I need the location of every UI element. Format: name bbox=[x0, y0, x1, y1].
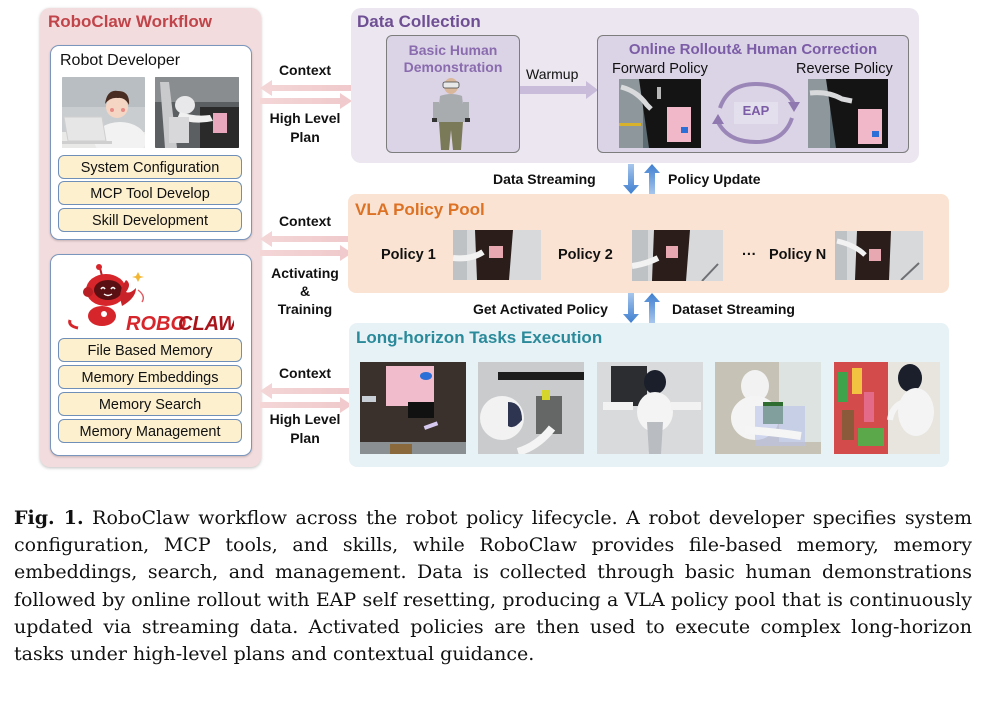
get-activated-down-arrow-icon bbox=[623, 293, 639, 323]
context-arrow-left-icon bbox=[260, 80, 352, 96]
plan-arrow-right-icon bbox=[260, 93, 352, 109]
warmup-label: Warmup bbox=[526, 66, 579, 82]
reverse-policy-label: Reverse Policy bbox=[796, 61, 893, 77]
humanoid-teleop-image bbox=[155, 77, 239, 148]
bhd-title-line-2: Demonstration bbox=[403, 59, 503, 75]
context-label-middle: Context bbox=[278, 213, 332, 229]
policy-n-label: Policy N bbox=[769, 247, 827, 263]
roboclaw-logo: ROBO CLAW bbox=[64, 262, 239, 335]
context-label-bottom: Context bbox=[278, 365, 332, 381]
context-label-top: Context bbox=[278, 62, 332, 78]
activating-arrow-right-icon bbox=[260, 245, 352, 261]
long-horizon-tasks-title: Long-horizon Tasks Execution bbox=[356, 328, 603, 347]
figure-label: Fig. 1. bbox=[14, 507, 84, 529]
reverse-policy-image bbox=[808, 79, 888, 148]
dataset-streaming-label: Dataset Streaming bbox=[672, 301, 795, 317]
robot-mascot-icon: ROBO CLAW bbox=[68, 264, 239, 335]
task-image-shelf bbox=[478, 362, 584, 454]
policy-2-image bbox=[632, 230, 723, 281]
memory-management-item: Memory Management bbox=[58, 419, 242, 443]
system-configuration-item: System Configuration bbox=[58, 155, 242, 179]
task-image-desk bbox=[715, 362, 821, 454]
human-demonstrator-image bbox=[432, 78, 470, 150]
plan-label-bottom: Plan bbox=[290, 430, 320, 446]
ampersand-label: & bbox=[299, 283, 311, 299]
forward-policy-image bbox=[619, 79, 701, 148]
forward-policy-label: Forward Policy bbox=[612, 61, 708, 77]
caption-text: RoboClaw workflow across the robot polic… bbox=[14, 507, 972, 666]
training-label: Training bbox=[277, 301, 333, 317]
bhd-title-line-1: Basic Human bbox=[408, 42, 498, 58]
logo-text-robo: ROBO bbox=[126, 313, 186, 334]
task-image-supermarket bbox=[834, 362, 940, 454]
mcp-tool-develop-item: MCP Tool Develop bbox=[58, 181, 242, 205]
data-streaming-label: Data Streaming bbox=[493, 171, 596, 187]
high-level-label-top: High Level bbox=[269, 110, 341, 126]
context-arrow-left-icon bbox=[260, 383, 352, 399]
task-image-kitchen bbox=[597, 362, 703, 454]
policy-1-image bbox=[453, 230, 541, 280]
task-image-tabletop bbox=[360, 362, 466, 454]
policy-update-label: Policy Update bbox=[668, 171, 761, 187]
activating-label: Activating bbox=[271, 265, 339, 281]
online-rollout-title: Online Rollout& Human Correction bbox=[628, 41, 878, 58]
robot-developer-title: Robot Developer bbox=[60, 52, 181, 69]
figure-caption: Fig. 1. RoboClaw workflow across the rob… bbox=[14, 505, 972, 668]
policy-update-up-arrow-icon bbox=[644, 164, 660, 194]
plan-label-top: Plan bbox=[290, 129, 320, 145]
eap-label: EAP bbox=[742, 103, 770, 118]
skill-development-item: Skill Development bbox=[58, 208, 242, 232]
roboclaw-workflow-title: RoboClaw Workflow bbox=[48, 12, 213, 31]
logo-text-claw: CLAW bbox=[178, 313, 234, 334]
data-collection-title: Data Collection bbox=[357, 12, 481, 31]
memory-search-item: Memory Search bbox=[58, 392, 242, 416]
dataset-streaming-up-arrow-icon bbox=[644, 293, 660, 323]
warmup-arrow-icon bbox=[520, 81, 598, 99]
ellipsis-label: ··· bbox=[742, 247, 757, 263]
connector-arrows bbox=[260, 80, 352, 413]
flow-arrows-1 bbox=[623, 164, 660, 194]
policy-1-label: Policy 1 bbox=[381, 247, 436, 263]
context-arrow-left-icon bbox=[260, 231, 352, 247]
flow-arrows-2 bbox=[623, 293, 660, 323]
policy-n-image bbox=[835, 231, 923, 280]
file-based-memory-item: File Based Memory bbox=[58, 338, 242, 362]
memory-embeddings-item: Memory Embeddings bbox=[58, 365, 242, 389]
developer-avatar-image bbox=[62, 77, 145, 148]
policy-2-label: Policy 2 bbox=[558, 247, 613, 263]
basic-human-demonstration-title: Basic Human Demonstration bbox=[386, 42, 520, 76]
vla-policy-pool-title: VLA Policy Pool bbox=[355, 200, 485, 219]
data-streaming-down-arrow-icon bbox=[623, 164, 639, 194]
get-activated-policy-label: Get Activated Policy bbox=[473, 301, 608, 317]
eap-cycle-icon bbox=[712, 81, 800, 145]
plan-arrow-right-icon bbox=[260, 397, 352, 413]
high-level-label-bottom: High Level bbox=[269, 411, 341, 427]
